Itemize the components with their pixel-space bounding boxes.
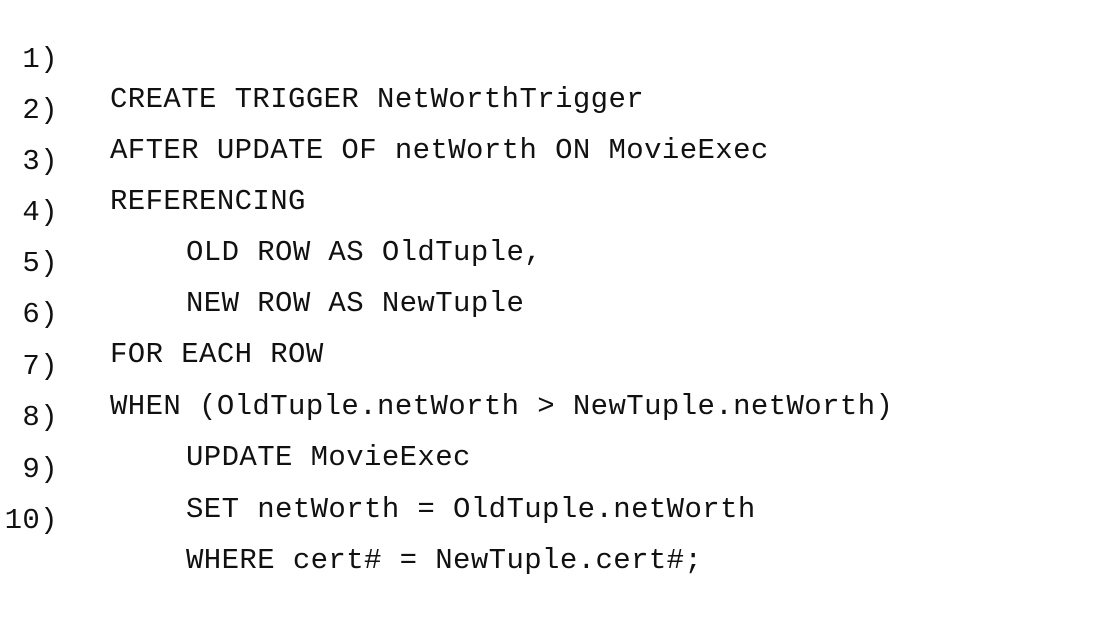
line-code: UPDATE MovieExec	[186, 441, 471, 474]
line-number: 3)	[22, 145, 58, 178]
line-code: OLD ROW AS OldTuple,	[186, 236, 543, 269]
line-code: WHERE cert# = NewTuple.cert#;	[186, 544, 703, 577]
code-line-10: 10) WHERE cert# = NewTuple.cert#;	[0, 461, 702, 577]
line-number: 5)	[22, 247, 58, 280]
line-number: 1)	[22, 43, 58, 76]
code-line-2: 2) AFTER UPDATE OF netWorth ON MovieExec	[0, 51, 768, 167]
line-number: 2)	[22, 94, 58, 127]
line-code: NEW ROW AS NewTuple	[186, 287, 525, 320]
code-listing: 1) CREATE TRIGGER NetWorthTrigger 2) AFT…	[0, 0, 893, 577]
line-code: REFERENCING	[110, 185, 306, 218]
line-number: 7)	[22, 350, 58, 383]
code-line-1: 1) CREATE TRIGGER NetWorthTrigger	[0, 0, 643, 116]
line-code: FOR EACH ROW	[110, 338, 324, 371]
code-line-3: 3) REFERENCING	[0, 102, 305, 218]
code-line-8: 8) UPDATE MovieExec	[0, 358, 470, 474]
code-line-9: 9) SET netWorth = OldTuple.netWorth	[0, 410, 755, 526]
line-code: AFTER UPDATE OF netWorth ON MovieExec	[110, 134, 769, 167]
line-number: 10)	[4, 504, 58, 537]
line-number: 6)	[22, 298, 58, 331]
line-number: 4)	[22, 196, 58, 229]
code-line-4: 4) OLD ROW AS OldTuple,	[0, 153, 541, 269]
line-number: 8)	[22, 401, 58, 434]
code-line-6: 6) FOR EACH ROW	[0, 255, 323, 371]
code-line-5: 5) NEW ROW AS NewTuple	[0, 204, 523, 320]
line-code: CREATE TRIGGER NetWorthTrigger	[110, 83, 645, 116]
line-code: SET netWorth = OldTuple.netWorth	[186, 493, 756, 526]
line-code: WHEN (OldTuple.netWorth > NewTuple.netWo…	[110, 390, 894, 423]
code-line-7: 7) WHEN (OldTuple.netWorth > NewTuple.ne…	[0, 307, 893, 423]
line-number: 9)	[22, 453, 58, 486]
